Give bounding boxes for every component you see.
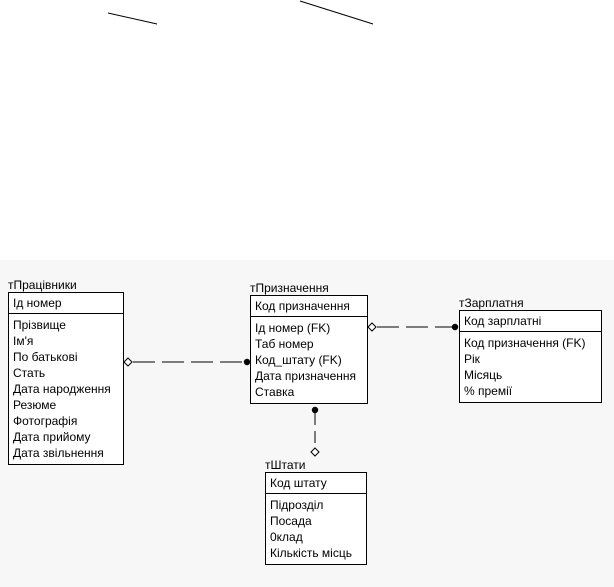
- attribute-field: Таб номер: [255, 337, 314, 351]
- entity-box: Код штату Підрозділ Посада 0клад Кількіс…: [265, 472, 367, 565]
- attribute-list: Підрозділ Посада 0клад Кількість місць: [266, 494, 366, 564]
- attribute-field: Прізвище: [13, 318, 66, 332]
- attribute-field: Кількість місць: [270, 546, 352, 560]
- attribute-field: Дата звільнення: [13, 446, 104, 460]
- primary-key-field: Код призначення: [251, 296, 367, 317]
- attribute-field: Рік: [464, 352, 480, 366]
- dot-marker-zarplatnia: [451, 323, 459, 331]
- stray-line-right: [299, 0, 374, 25]
- diamond-marker-shtaty: [310, 447, 320, 457]
- attribute-field: Ім'я: [13, 334, 34, 348]
- attribute-field: Дата призначення: [255, 369, 356, 383]
- entity-box: Ід номер Прізвище Ім'я По батькові Стать…: [8, 292, 124, 465]
- primary-key-field: Код зарплатні: [460, 311, 601, 332]
- attribute-field: Резюме: [13, 398, 57, 412]
- attribute-field: Дата народження: [13, 382, 111, 396]
- attribute-field: 0клад: [270, 530, 303, 544]
- stray-line-left: [107, 12, 158, 25]
- attribute-field: Дата прийому: [13, 430, 91, 444]
- attribute-field: Стать: [13, 366, 46, 380]
- attribute-field: Ід номер (FK): [255, 321, 331, 335]
- attribute-field: % премії: [464, 384, 513, 398]
- entity-title: тПрацівники: [8, 278, 77, 292]
- attribute-field: Ставка: [255, 385, 295, 399]
- empty-upper-area: [0, 0, 614, 260]
- dot-marker-pryznachennia-bottom: [311, 406, 319, 414]
- entity-title: тЗарплатня: [459, 296, 524, 310]
- attribute-field: Місяць: [464, 368, 503, 382]
- entity-box: Код призначення Ід номер (FK) Таб номер …: [250, 295, 368, 404]
- attribute-list: Код призначення (FK) Рік Місяць % премії: [460, 332, 601, 402]
- attribute-field: Фотографія: [13, 414, 78, 428]
- entity-box: Код зарплатні Код призначення (FK) Рік М…: [459, 310, 602, 403]
- attribute-field: Код призначення (FK): [464, 336, 586, 350]
- diamond-marker-pracivnyky: [123, 357, 133, 367]
- dot-marker-pryznachennia-left: [243, 358, 251, 366]
- attribute-field: По батькові: [13, 350, 78, 364]
- diamond-marker-pryznachennia-right: [367, 322, 377, 332]
- entity-title: тПризначення: [250, 281, 329, 295]
- attribute-field: Посада: [270, 514, 312, 528]
- entity-title: тШтати: [265, 458, 306, 472]
- primary-key-field: Код штату: [266, 473, 366, 494]
- attribute-field: Підрозділ: [270, 498, 324, 512]
- attribute-list: Ід номер (FK) Таб номер Код_штату (FK) Д…: [251, 317, 367, 403]
- primary-key-field: Ід номер: [9, 293, 123, 314]
- attribute-list: Прізвище Ім'я По батькові Стать Дата нар…: [9, 314, 123, 464]
- attribute-field: Код_штату (FK): [255, 353, 342, 367]
